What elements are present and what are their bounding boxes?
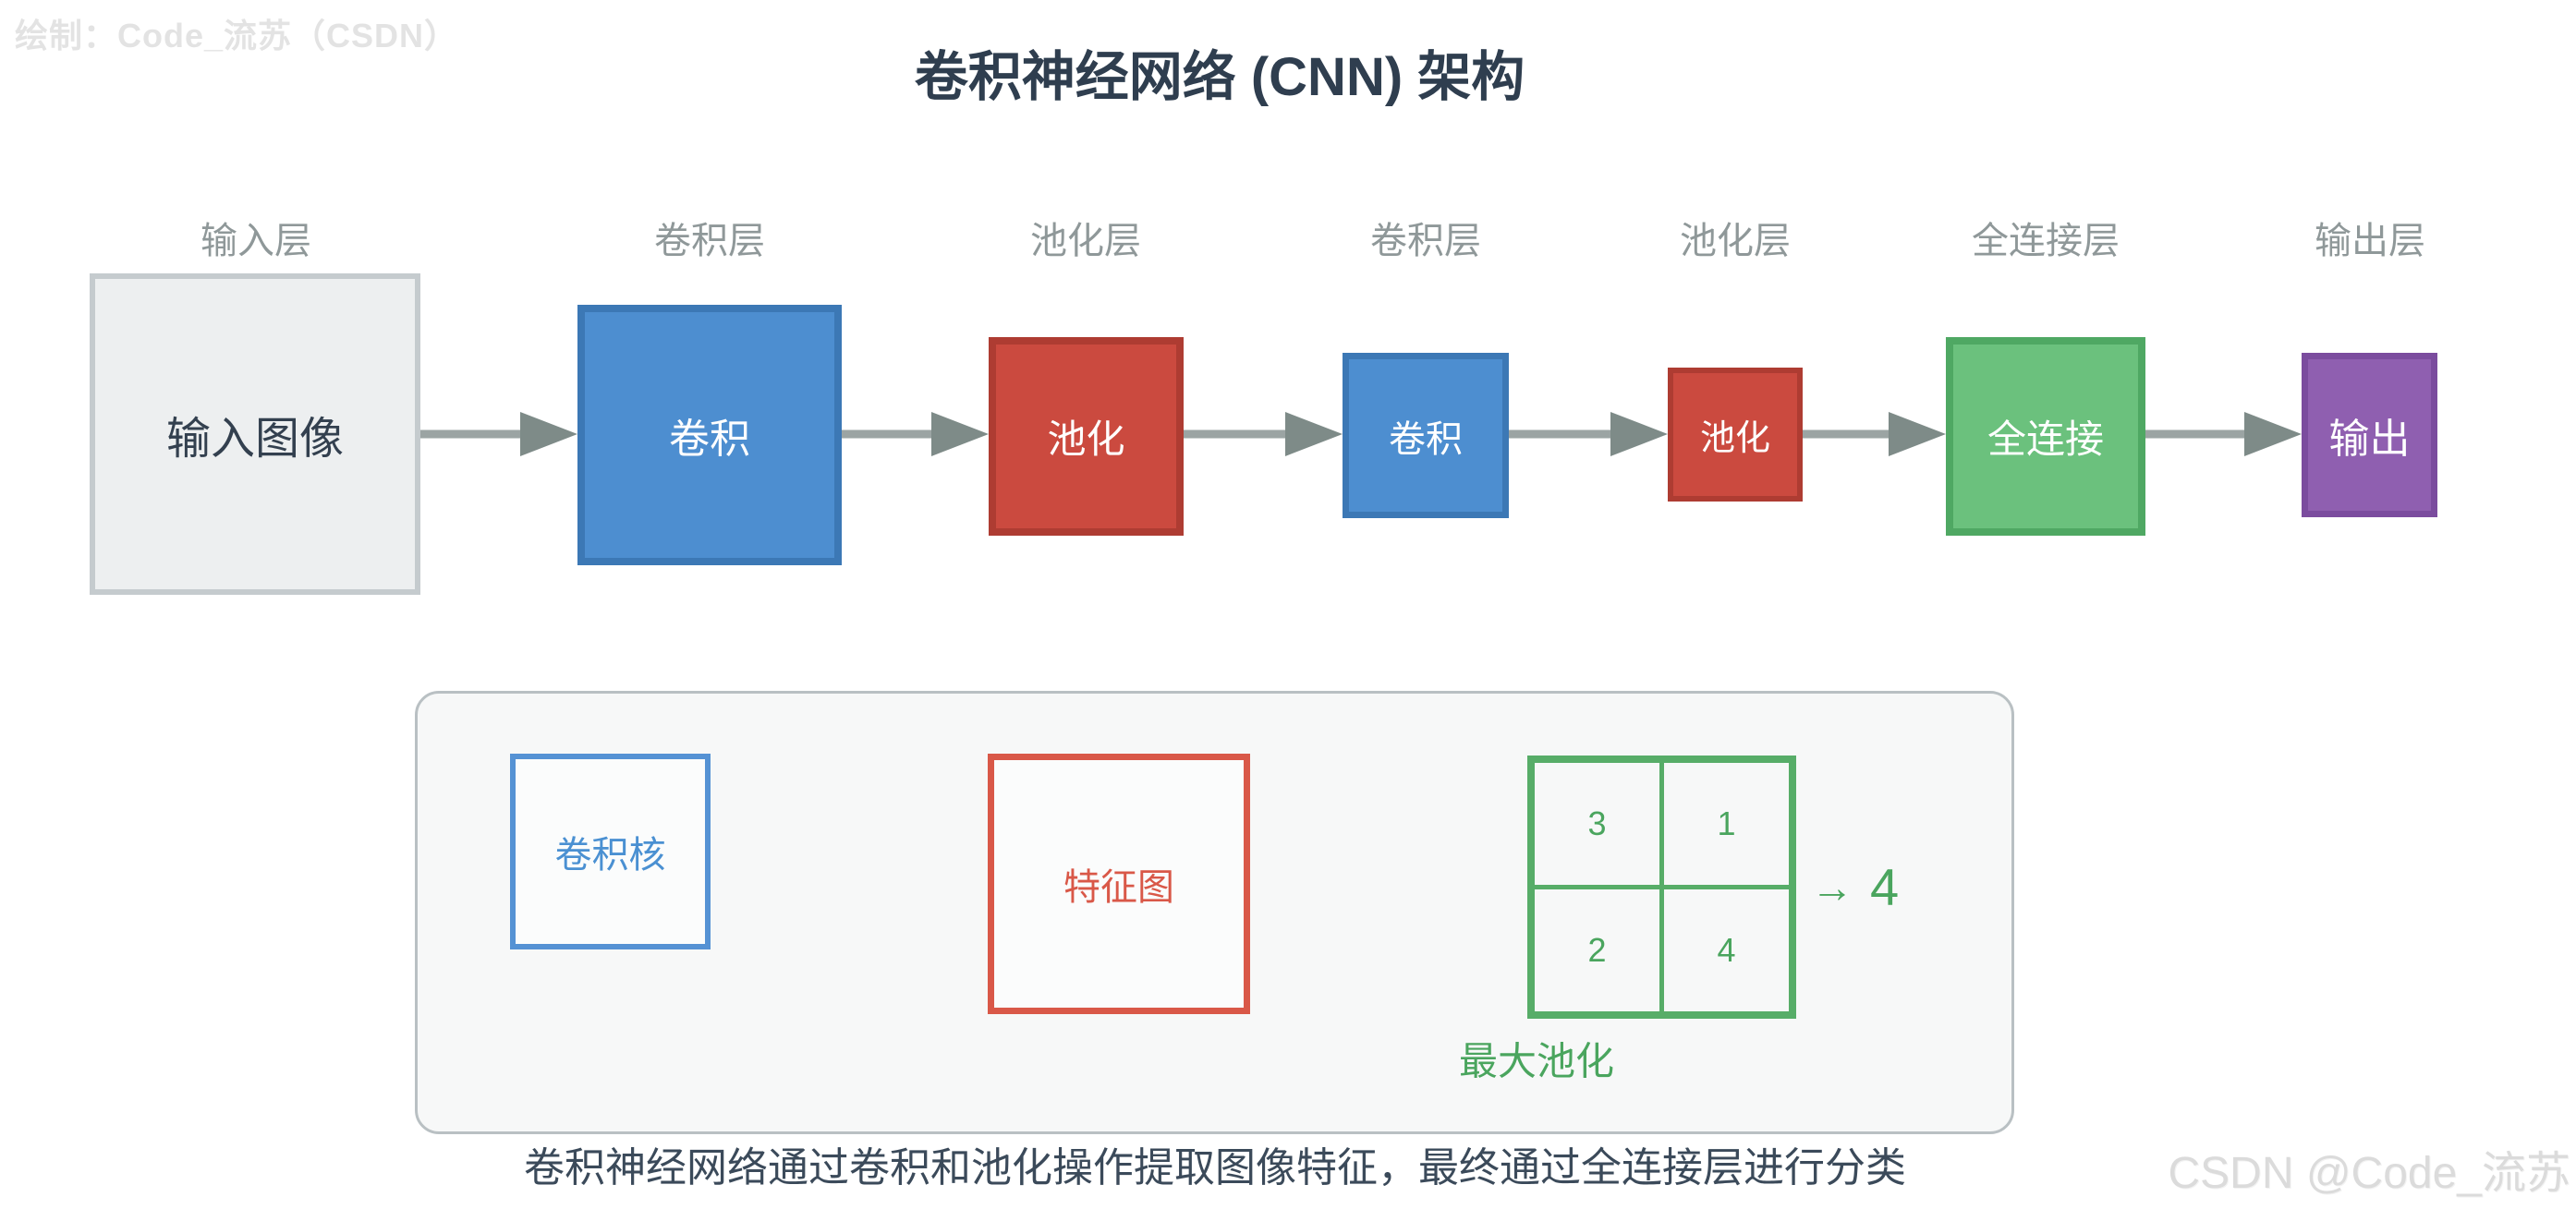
pool-grid-cell: 2 bbox=[1535, 889, 1659, 1011]
conv2-box: 卷积 bbox=[1343, 353, 1509, 518]
layer-label-conv1: 卷积层 bbox=[654, 221, 765, 261]
input-image-box: 输入图像 bbox=[90, 273, 420, 595]
arrow-right-icon: → bbox=[1811, 863, 1853, 911]
layer-label-output: 输出层 bbox=[2315, 221, 2425, 261]
conv-kernel-box: 卷积核 bbox=[510, 754, 711, 949]
arrow-right-icon bbox=[1803, 412, 1946, 456]
arrow-head bbox=[931, 412, 989, 456]
arrow-head bbox=[1889, 412, 1946, 456]
pool-grid-cell: 3 bbox=[1535, 763, 1659, 885]
conv1-box-label: 卷积 bbox=[669, 417, 750, 462]
conv2-box-label: 卷积 bbox=[1389, 418, 1463, 460]
layer-label-pool1: 池化层 bbox=[1030, 221, 1141, 261]
fully-connected-box: 全连接 bbox=[1946, 337, 2145, 536]
pooling-result: → 4 bbox=[1811, 857, 1899, 917]
arrow-shaft bbox=[1184, 429, 1296, 439]
arrow-shaft bbox=[2145, 429, 2255, 439]
arrow-head bbox=[1610, 412, 1668, 456]
arrow-right-icon bbox=[1509, 412, 1668, 456]
diagram-caption: 卷积神经网络通过卷积和池化操作提取图像特征，最终通过全连接层进行分类 bbox=[524, 1145, 1906, 1191]
conv1-box: 卷积 bbox=[577, 305, 842, 565]
layer-label-pool2: 池化层 bbox=[1680, 221, 1791, 261]
layer-label-conv2: 卷积层 bbox=[1370, 221, 1481, 261]
pool2-box: 池化 bbox=[1668, 368, 1803, 502]
layer-label-fc: 全连接层 bbox=[1972, 221, 2120, 261]
arrow-right-icon bbox=[842, 412, 989, 456]
max-pooling-grid: 3 1 2 4 bbox=[1527, 756, 1796, 1019]
pool-grid-cell: 4 bbox=[1664, 889, 1789, 1011]
arrow-head bbox=[2244, 412, 2302, 456]
input-image-box-label: 输入图像 bbox=[165, 415, 344, 464]
page-title: 卷积神经网络 (CNN) 架构 bbox=[914, 47, 1525, 107]
pool-grid-cell: 1 bbox=[1664, 763, 1789, 885]
arrow-right-icon bbox=[420, 412, 577, 456]
legend-panel: 卷积核 特征图 3 1 2 4 → 4 最大池化 bbox=[415, 691, 2014, 1134]
arrow-right-icon bbox=[1184, 412, 1343, 456]
max-pooling-label: 最大池化 bbox=[1458, 1039, 1615, 1083]
arrow-shaft bbox=[1509, 429, 1622, 439]
top-left-watermark: 绘制：Code_流苏（CSDN） bbox=[15, 17, 459, 54]
arrow-right-icon bbox=[2145, 412, 2302, 456]
conv-kernel-label: 卷积核 bbox=[554, 835, 666, 876]
fully-connected-box-label: 全连接 bbox=[1987, 417, 2104, 461]
output-box: 输出 bbox=[2302, 353, 2437, 517]
bottom-right-watermark: CSDN @Code_流苏 bbox=[2168, 1149, 2570, 1198]
arrow-shaft bbox=[420, 429, 531, 439]
layer-label-input: 输入层 bbox=[200, 221, 311, 261]
arrow-shaft bbox=[1803, 429, 1900, 439]
feature-map-box: 特征图 bbox=[988, 754, 1250, 1014]
arrow-head bbox=[1285, 412, 1343, 456]
pool1-box: 池化 bbox=[989, 337, 1184, 536]
pool2-box-label: 池化 bbox=[1699, 419, 1770, 458]
output-box-label: 输出 bbox=[2328, 417, 2411, 462]
pooling-result-value: 4 bbox=[1870, 857, 1900, 916]
arrow-shaft bbox=[842, 429, 942, 439]
arrow-head bbox=[520, 412, 577, 456]
feature-map-label: 特征图 bbox=[1063, 867, 1174, 908]
pool1-box-label: 池化 bbox=[1047, 417, 1125, 461]
